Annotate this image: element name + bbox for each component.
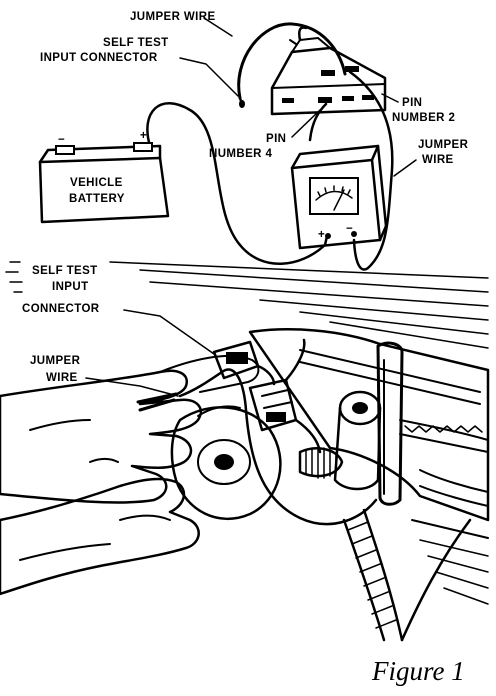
pin4-lead xyxy=(308,102,328,142)
label-jumper-bottom-1: JUMPER xyxy=(30,355,81,367)
radiator-core xyxy=(411,519,489,605)
battery-positive-symbol: + xyxy=(140,130,147,142)
leader-jumper-bottom xyxy=(85,377,179,397)
leader-pin2 xyxy=(381,93,399,103)
technician-left-hand xyxy=(0,354,260,504)
analog-voltmeter: + − xyxy=(290,144,388,250)
label-jumper-bottom-2: WIRE xyxy=(46,372,78,384)
battery-negative-symbol: − xyxy=(58,134,65,146)
label-self-test-bottom-3: CONNECTOR xyxy=(22,303,100,315)
leader-pin4 xyxy=(291,109,321,138)
leader-jumper-wire-top xyxy=(203,17,233,37)
technician-right-hand xyxy=(0,477,200,596)
label-self-test-top-1: SELF TEST xyxy=(103,37,169,49)
hood-lines xyxy=(5,261,489,349)
battery-positive-lead xyxy=(146,102,329,265)
self-test-connector-assembly xyxy=(212,338,322,454)
label-self-test-bottom-1: SELF TEST xyxy=(32,265,98,277)
self-test-connector-body xyxy=(270,26,387,116)
engine-components xyxy=(248,328,490,522)
label-pin2-1: PIN xyxy=(402,97,422,109)
leader-self-test-bottom xyxy=(123,309,215,355)
meter-negative-symbol: − xyxy=(346,223,353,235)
label-pin4-2: NUMBER 4 xyxy=(209,148,272,160)
self-test-connector-plug xyxy=(238,96,245,108)
label-pin4-1: PIN xyxy=(266,133,286,145)
jumper-clip xyxy=(136,392,178,412)
battery-label-line1: VEHICLE xyxy=(70,177,123,189)
label-self-test-bottom-2: INPUT xyxy=(52,281,89,293)
meter-positive-symbol: + xyxy=(318,229,325,241)
jumper-wire-bottom xyxy=(178,368,378,526)
label-jumper-right-2: WIRE xyxy=(422,154,454,166)
figure-caption: Figure 1 xyxy=(371,656,465,686)
battery-label-line2: BATTERY xyxy=(69,193,125,205)
vehicle-battery: − + VEHICLE BATTERY xyxy=(38,130,170,224)
label-jumper-wire-top: JUMPER WIRE xyxy=(130,11,216,23)
fender-shroud xyxy=(342,508,472,642)
label-jumper-right-1: JUMPER xyxy=(418,139,469,151)
leader-jumper-right xyxy=(393,159,417,177)
round-housing xyxy=(170,405,282,520)
label-pin2-2: NUMBER 2 xyxy=(392,112,455,124)
label-self-test-top-2: INPUT CONNECTOR xyxy=(40,52,158,64)
leader-self-test-top xyxy=(179,57,239,97)
jumper-wire-right xyxy=(348,70,394,271)
